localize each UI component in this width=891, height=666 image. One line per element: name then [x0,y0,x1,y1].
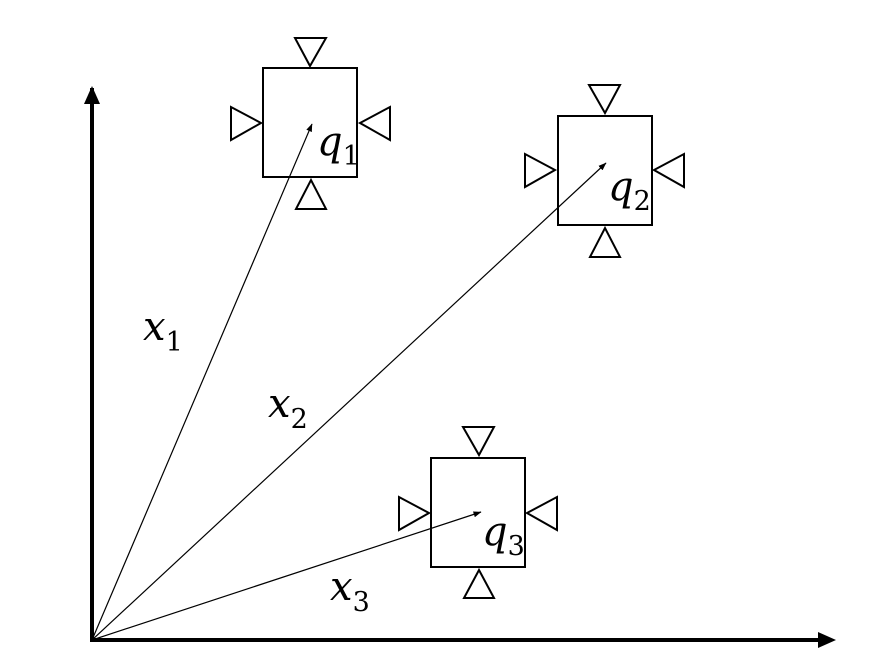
label-q3: q3 [482,509,525,562]
box-q2 [524,84,685,258]
triangle-left-icon [230,105,264,142]
vector-x3 [91,511,482,641]
triangle-right-icon [524,495,558,532]
label-q2: q2 [608,164,651,217]
triangle-top-icon [293,37,328,69]
triangle-left-icon [524,152,558,189]
label-q1: q1 [317,119,360,172]
x-axis-arrowhead [818,632,836,648]
label-x3: x3 [330,564,370,618]
triangle-right-icon [357,105,391,142]
triangle-top-icon [587,84,622,116]
label-x2: x2 [268,381,308,435]
box-q1 [230,37,391,210]
vector-x2 [91,162,607,641]
triangle-left-icon [398,495,432,532]
triangle-right-icon [651,152,685,189]
box-q2-rect [557,115,653,226]
y-axis-arrowhead [84,86,100,104]
triangle-bottom-icon [462,567,496,599]
box-q3 [398,426,558,599]
label-x1: x1 [143,304,183,358]
triangle-top-icon [461,426,496,458]
triangle-bottom-icon [294,177,328,210]
vector-x1 [91,123,313,641]
box-q3-rect [430,457,526,568]
triangle-bottom-icon [588,225,622,258]
